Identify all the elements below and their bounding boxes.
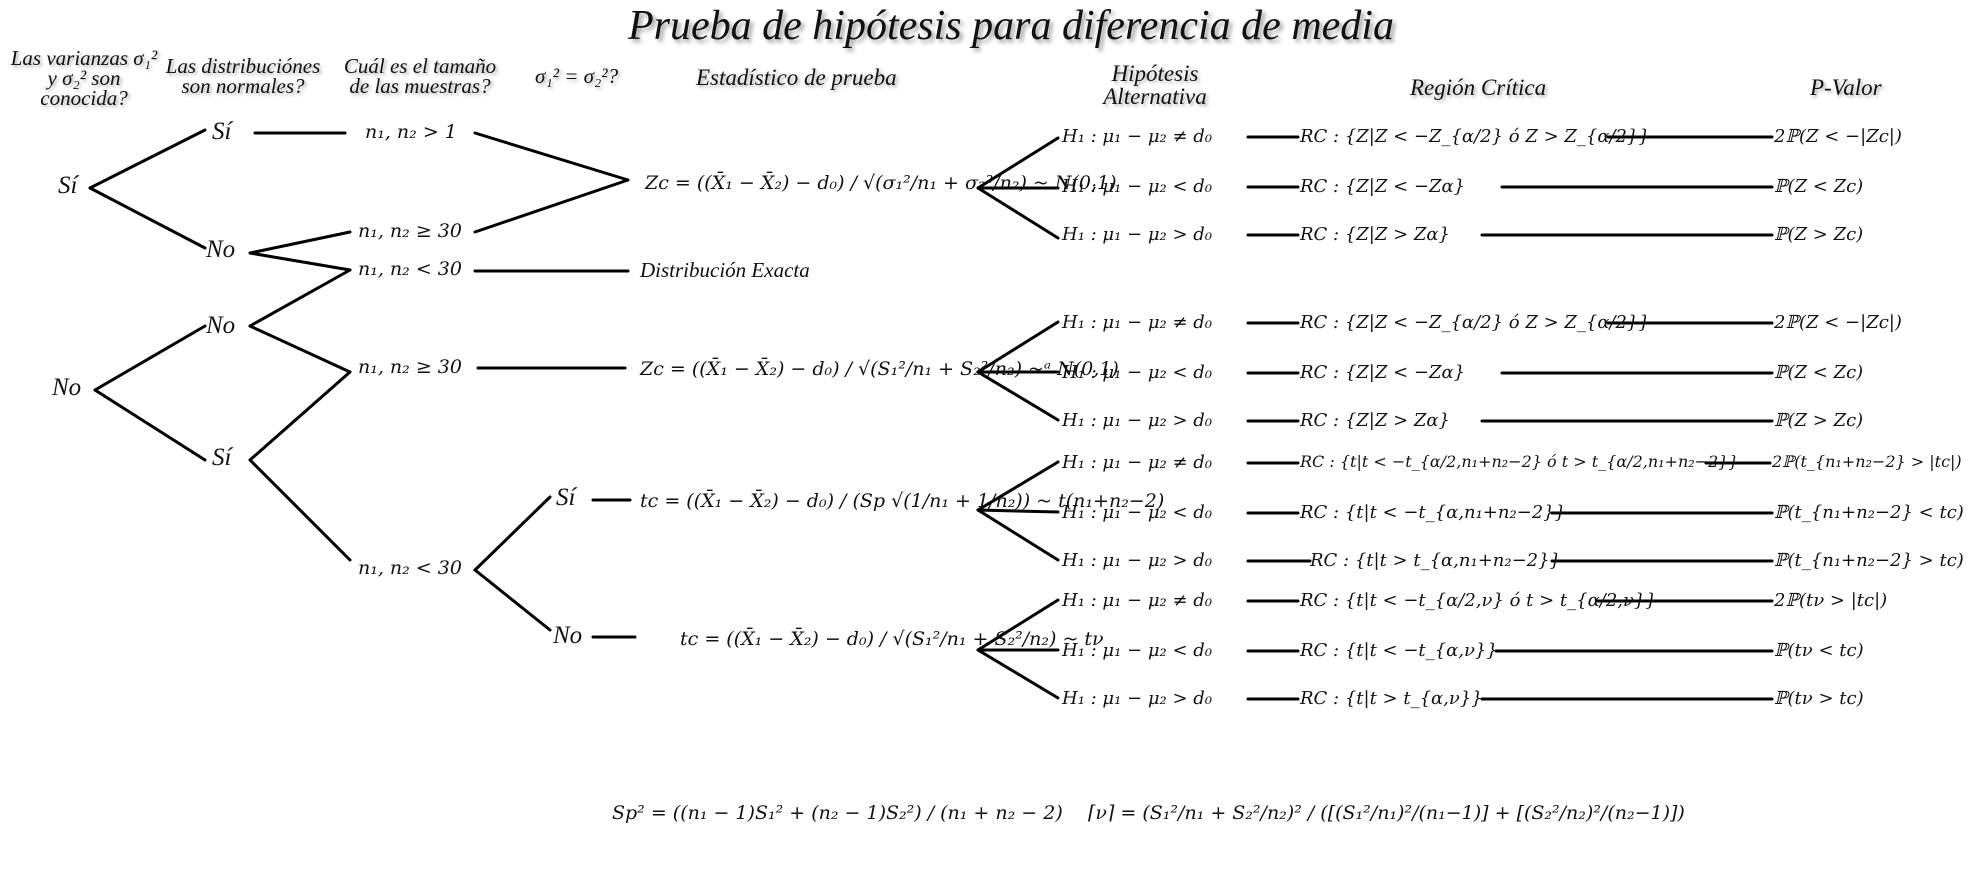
page-title: Prueba de hipótesis para diferencia de m… [628, 3, 1394, 49]
stat-z-known: Zc = ((X̄₁ − X̄₂) − d₀) / √(σ₁²/n₁ + σ₂²… [645, 172, 1117, 194]
header-estadistico: Estadístico de prueba [696, 65, 897, 90]
pv-row-6: ℙ(Z > Zc) [1774, 410, 1864, 431]
header-normales: Las distribuciónes son normales? [165, 54, 321, 98]
node-normal-no-si: Sí [212, 444, 232, 471]
node-normal-no-no: No [206, 312, 236, 339]
stat-t-pooled: tc = ((X̄₁ − X̄₂) − d₀) / (Sp √(1/n₁ + 1… [640, 490, 1165, 512]
pv-row-12: ℙ(tν > tc) [1774, 688, 1864, 709]
header-region: Región Crítica [1410, 75, 1547, 100]
rc-row-2: RC : {Z|Z < −Zα} [1300, 176, 1466, 197]
hyp-row-11: H₁ : μ₁ − μ₂ < d₀ [1062, 640, 1213, 661]
hyp-row-8: H₁ : μ₁ − μ₂ < d₀ [1062, 502, 1213, 523]
pv-row-1: 2ℙ(Z < −|Zc|) [1774, 126, 1902, 147]
hyp-row-6: H₁ : μ₁ − μ₂ > d₀ [1062, 410, 1213, 431]
pv-row-5: ℙ(Z < Zc) [1774, 362, 1864, 383]
header-tamano: Cuál es el tamaño de las muestras? [343, 54, 497, 98]
hyp-row-3: H₁ : μ₁ − μ₂ > d₀ [1062, 224, 1213, 245]
pv-row-2: ℙ(Z < Zc) [1774, 176, 1864, 197]
stat-z-approx: Zc = ((X̄₁ − X̄₂) − d₀) / √(S₁²/n₁ + S₂²… [640, 358, 1119, 380]
pv-row-3: ℙ(Z > Zc) [1774, 224, 1864, 245]
hyp-row-10: H₁ : μ₁ − μ₂ ≠ d₀ [1062, 590, 1213, 611]
header-iguales: σ₁² = σ₂²? [535, 64, 619, 88]
hyp-row-12: H₁ : μ₁ − μ₂ > d₀ [1062, 688, 1213, 709]
cond-ge30-b: n₁, n₂ ≥ 30 [358, 356, 462, 378]
rc-row-11: RC : {t|t < −t_{α,ν}} [1300, 640, 1498, 661]
node-eq-si: Sí [556, 484, 576, 511]
pv-row-9: ℙ(t_{n₁+n₂−2} > tc) [1774, 550, 1964, 571]
cond-lt30-a: n₁, n₂ < 30 [358, 258, 462, 280]
node-eq-no: No [553, 622, 583, 649]
distribucion-exacta: Distribución Exacta [640, 258, 810, 282]
rc-row-4: RC : {Z|Z < −Z_{α/2} ó Z > Z_{α/2}} [1300, 312, 1650, 333]
hyp-row-4: H₁ : μ₁ − μ₂ ≠ d₀ [1062, 312, 1213, 333]
formula-nu: ⌈ν⌉ = (S₁²/n₁ + S₂²/n₂)² / ([(S₁²/n₁)²/(… [1088, 802, 1685, 824]
hyp-row-1: H₁ : μ₁ − μ₂ ≠ d₀ [1062, 126, 1213, 147]
cond-lt30-b: n₁, n₂ < 30 [358, 557, 462, 579]
rc-row-12: RC : {t|t > t_{α,ν}} [1300, 688, 1483, 709]
node-known-no: No [52, 374, 82, 401]
pv-row-8: ℙ(t_{n₁+n₂−2} < tc) [1774, 502, 1964, 523]
hyp-row-9: H₁ : μ₁ − μ₂ > d₀ [1062, 550, 1213, 571]
rc-row-10: RC : {t|t < −t_{α/2,ν} ó t > t_{α/2,ν}} [1300, 590, 1657, 611]
pv-row-4: 2ℙ(Z < −|Zc|) [1774, 312, 1902, 333]
rc-row-1: RC : {Z|Z < −Z_{α/2} ó Z > Z_{α/2}} [1300, 126, 1650, 147]
header-varianzas: Las varianzas σ₁² y σ₂² son conocida? [10, 46, 158, 110]
node-normal-si-no: No [206, 236, 236, 263]
rc-row-6: RC : {Z|Z > Zα} [1300, 410, 1451, 431]
hyp-row-2: H₁ : μ₁ − μ₂ < d₀ [1062, 176, 1213, 197]
pv-row-10: 2ℙ(tν > |tc|) [1774, 590, 1888, 611]
rc-row-9: RC : {t|t > t_{α,n₁+n₂−2}} [1310, 550, 1562, 571]
header-hipotesis: Hipótesis Alternativa [1103, 61, 1207, 109]
rc-row-8: RC : {t|t < −t_{α,n₁+n₂−2}} [1300, 502, 1567, 523]
cond-gt1: n₁, n₂ > 1 [365, 121, 457, 143]
hyp-row-5: H₁ : μ₁ − μ₂ < d₀ [1062, 362, 1213, 383]
pv-row-7: 2ℙ(t_{n₁+n₂−2} > |tc|) [1772, 452, 1962, 471]
stat-t-welch: tc = ((X̄₁ − X̄₂) − d₀) / √(S₁²/n₁ + S₂²… [680, 628, 1104, 650]
rc-row-7: RC : {t|t < −t_{α/2,n₁+n₂−2} ó t > t_{α/… [1300, 452, 1739, 471]
pv-row-11: ℙ(tν < tc) [1774, 640, 1864, 661]
header-pvalor: P-Valor [1810, 75, 1882, 100]
rc-row-3: RC : {Z|Z > Zα} [1300, 224, 1451, 245]
node-known-si: Sí [58, 172, 78, 199]
node-normal-si-si: Sí [212, 118, 232, 145]
cond-ge30-a: n₁, n₂ ≥ 30 [358, 220, 462, 242]
rc-row-5: RC : {Z|Z < −Zα} [1300, 362, 1466, 383]
hyp-row-7: H₁ : μ₁ − μ₂ ≠ d₀ [1062, 452, 1213, 473]
formula-sp: Sp² = ((n₁ − 1)S₁² + (n₂ − 1)S₂²) / (n₁ … [612, 802, 1063, 824]
